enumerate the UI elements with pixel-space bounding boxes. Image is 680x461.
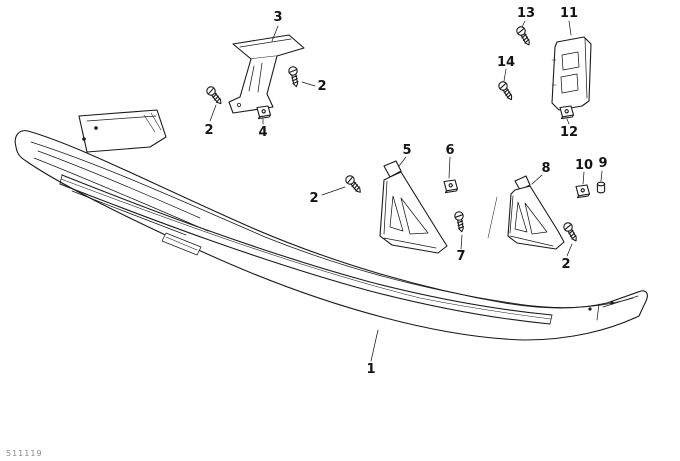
callout-11: 11 [560,6,578,21]
callout-10: 10 [575,158,593,173]
clip-nut-part-4 [256,105,272,120]
callout-1: 1 [366,362,375,377]
callout-2d: 2 [561,257,570,272]
screw-part-14 [496,79,516,103]
screw-part-2-mid [343,173,365,196]
callout-7: 7 [456,249,465,264]
callout-9: 9 [598,156,607,171]
screw-part-2-upper-right [287,65,301,89]
clip-nut-part-10 [575,184,591,199]
callout-12: 12 [560,125,578,140]
callout-5: 5 [402,143,411,158]
screw-part-7 [453,210,467,234]
callout-2c: 2 [309,191,318,206]
bumper-right-end-flap [588,295,639,321]
callout-8: 8 [541,161,550,176]
drawing-code: 511119 [6,449,43,458]
bracket-part-3 [228,34,305,114]
leader-lines [209,20,603,362]
bumper-part-1 [14,109,648,341]
callout-13: 13 [517,6,535,21]
callout-14: 14 [497,55,515,70]
callout-3: 3 [273,10,282,25]
bracket-part-11 [551,36,592,111]
clip-nut-part-6 [443,179,459,194]
screw-part-13 [514,24,534,48]
bracket-part-5 [379,160,448,254]
bumper-mid-joint-detail [161,232,202,256]
callout-2b: 2 [317,79,326,94]
callout-labels: 3 2 2 4 13 11 14 12 5 6 2 7 8 10 9 2 1 [204,6,607,377]
bumper-left-end-flap [78,109,167,153]
callout-4: 4 [258,125,267,140]
bracket-part-8 [487,175,565,250]
clip-nut-part-12 [559,105,575,120]
rivet-part-9 [596,181,606,194]
screw-part-2-left [204,84,225,107]
callout-2a: 2 [204,123,213,138]
callout-6: 6 [445,143,454,158]
screw-part-2-lower-right [561,220,581,244]
